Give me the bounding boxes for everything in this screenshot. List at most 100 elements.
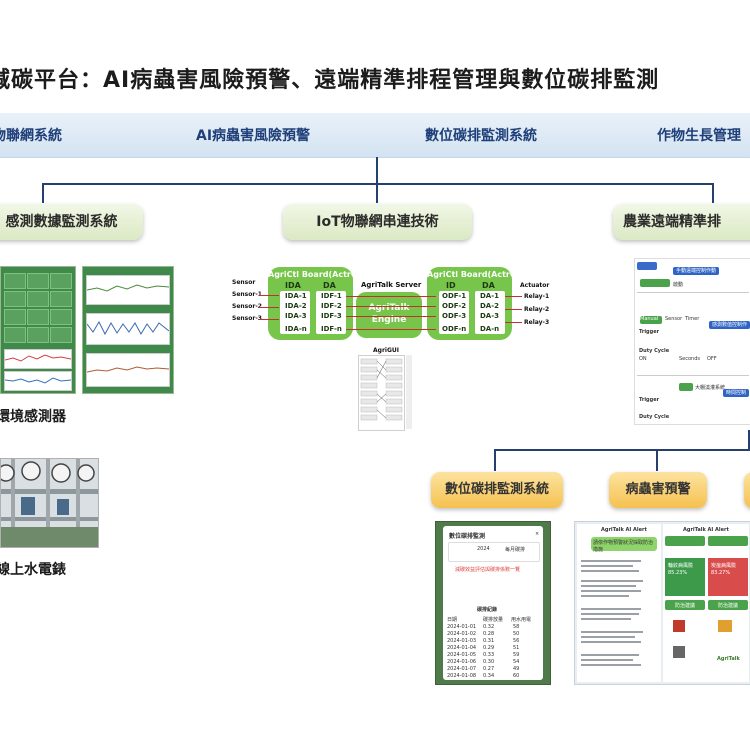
flow-line <box>259 319 279 320</box>
alert-top-btn-right[interactable] <box>708 536 748 546</box>
dashboard-tile <box>4 309 26 325</box>
idf-column <box>316 291 346 334</box>
trend-chart-2 <box>86 313 170 345</box>
duty-cycle-label-2: Duty Cycle <box>639 414 670 420</box>
connector-sub-mid <box>656 449 658 471</box>
id-header: ID <box>446 281 456 290</box>
timer-control-button[interactable]: 時間控制 <box>723 389 750 397</box>
remote-toggle[interactable] <box>640 279 670 287</box>
carbon-table-cell: 2024-01-02 <box>447 631 477 637</box>
meter-photo-svg <box>1 459 98 547</box>
dashboard-tile <box>4 327 26 343</box>
relay-2-label: Relay-2 <box>524 306 550 313</box>
remote-tab[interactable] <box>637 262 657 270</box>
alert-bubble-text: 請依作物預警狀況採取防治措施 <box>593 540 654 553</box>
idf-2: IDF-2 <box>321 302 342 310</box>
flow-line <box>346 296 436 297</box>
dashboard-tile <box>27 291 49 307</box>
carbon-ui-card: 數位碳排監測 × 2024 每月碳排 減碳效益評估與碳排係數一覽 碳排紀錄 日期… <box>443 526 543 680</box>
connector-middle-drop <box>376 183 378 203</box>
carbon-table-cell: 0.28 <box>483 631 495 637</box>
carbon-table-cell: 2024-01-05 <box>447 652 477 658</box>
ida-column <box>280 291 310 334</box>
agrictl-board-right: AgriCtl Board(ActrCtl) ID DA ODF-1 ODF-2… <box>427 267 526 340</box>
alert-advice-left-label: 防治建議 <box>675 603 696 609</box>
flow-line <box>259 295 279 296</box>
timer-tab-active[interactable] <box>679 383 693 391</box>
mode-sensor-label[interactable]: Sensor <box>665 316 683 322</box>
odf-2: ODF-2 <box>442 302 467 310</box>
carbon-ui-header: 數位碳排監測 <box>449 533 486 540</box>
module-iot[interactable]: IoT物聯網串連技術 <box>283 204 472 240</box>
flow-line <box>259 307 279 308</box>
module-sensing-label: 感測數據監測系統 <box>5 214 118 230</box>
trend-chart-3 <box>86 353 170 387</box>
alert-advice-right-label: 防治建議 <box>718 603 739 609</box>
trend-chart-2-svg <box>86 320 170 336</box>
ida-header: IDA <box>285 281 301 290</box>
sensor-control-button[interactable]: 感測數值控制作 <box>709 321 750 329</box>
dashboard-tile <box>27 309 49 325</box>
agritalk-engine: AgriTalk Engine <box>356 292 422 338</box>
carbon-table-cell: 2024-01-03 <box>447 638 477 644</box>
carbon-stat-box: 2024 每月碳排 <box>448 542 540 562</box>
alert-icon-grey <box>673 646 685 658</box>
carbon-table-cell: 51 <box>513 645 520 651</box>
carbon-table-cell: 49 <box>513 666 520 672</box>
agrigui-scrollbar[interactable] <box>406 355 412 429</box>
connector-sub-left <box>494 449 496 471</box>
carbon-table-cell: 2024-01-07 <box>447 666 477 672</box>
carbon-table-cell: 0.32 <box>483 624 495 630</box>
submodule-carbon[interactable]: 數位碳排監測系統 <box>431 472 563 508</box>
idf-1: IDF-1 <box>321 292 342 300</box>
nav-item-ai-pest[interactable]: AI病蟲害風險預警 <box>196 128 311 144</box>
alert-advice-right[interactable]: 防治建議 <box>708 600 748 610</box>
module-sensing[interactable]: 感測數據監測系統 <box>0 204 143 240</box>
connector-horizontal <box>42 183 714 185</box>
nav-item-iot[interactable]: 物聯網系統 <box>0 128 62 144</box>
carbon-table-cell: 58 <box>513 624 520 630</box>
engine-line-2: Engine <box>371 315 407 325</box>
odf-1: ODF-1 <box>442 292 467 300</box>
manual-control-button[interactable]: 手動遠端控制作動 <box>673 267 720 275</box>
submodule-pest[interactable]: 病蟲害預警 <box>609 472 707 508</box>
carbon-table-cell: 0.31 <box>483 638 495 644</box>
alert-card-1-title: 輪紋病風險 <box>668 563 694 569</box>
carbon-table-cell: 2024-01-08 <box>447 673 477 679</box>
da-header: DA <box>323 281 336 290</box>
agrigui-rows-svg <box>360 358 403 421</box>
page-title-text: 減碳平台：AI病蟲害風險預警、遠端精準排程管理與數位碳排監測 <box>0 68 660 93</box>
dashboard-tile <box>27 327 49 343</box>
carbon-table-cell: 0.27 <box>483 666 495 672</box>
sensor-3-label: Sensor-3 <box>232 315 262 322</box>
carbon-table-cell: 0.33 <box>483 652 495 658</box>
submodule-next[interactable] <box>744 472 750 508</box>
trend-chart-3-svg <box>86 366 170 373</box>
da2-header: DA <box>482 281 495 290</box>
dashboard-tile <box>4 273 26 289</box>
close-icon[interactable]: × <box>535 531 540 537</box>
server-label: AgriTalk Server <box>361 281 422 289</box>
relay-1-label: Relay-1 <box>524 293 550 300</box>
alert-chat-panel: AgriTalk AI Alert 請依作物預警狀況採取防治措施 <box>577 524 661 682</box>
module-remote[interactable]: 農業遠端精準排 <box>613 204 750 240</box>
connector-sub-up <box>748 430 750 450</box>
nav-item-crop[interactable]: 作物生長管理 <box>657 128 741 144</box>
nav-item-carbon[interactable]: 數位碳排監測系統 <box>425 128 537 144</box>
da-out-n: DA-n <box>480 325 500 333</box>
mode-timer-label[interactable]: Timer <box>685 316 700 322</box>
dashboard-tile <box>50 273 72 289</box>
seconds-label: Seconds <box>679 356 701 362</box>
divider <box>637 292 749 293</box>
alert-top-btn-left[interactable] <box>665 536 705 546</box>
da-out-2: DA-2 <box>480 302 500 310</box>
alert-advice-left[interactable]: 防治建議 <box>665 600 705 610</box>
flow-line <box>346 316 436 317</box>
odf-column <box>439 291 469 334</box>
mode-manual-tab[interactable] <box>640 316 662 324</box>
da-out-3: DA-3 <box>480 312 500 320</box>
divider <box>637 375 749 376</box>
alert-icon-orange <box>718 620 732 632</box>
carbon-table-cell: 0.34 <box>483 673 495 679</box>
agrictl-board-left: AgriCtl Board(ActrCtl) IDA DA IDA-1 IDA-… <box>268 267 367 340</box>
